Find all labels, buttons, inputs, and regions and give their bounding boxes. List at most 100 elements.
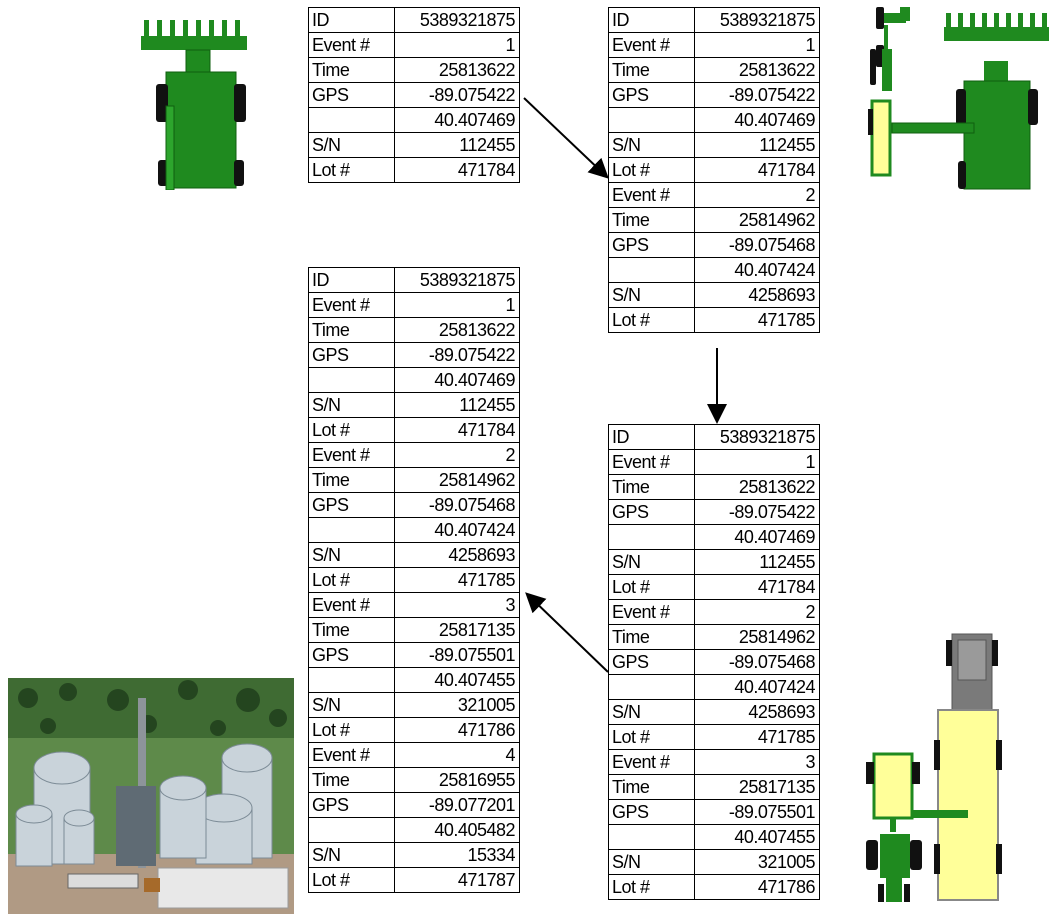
field-value: 40.407469: [694, 524, 820, 550]
arrow-combine-to-cart: [523, 97, 609, 179]
field-value: 1: [694, 449, 820, 475]
field-value: 25813622: [694, 474, 820, 500]
field-value: 25817135: [394, 617, 520, 643]
field-value: 471784: [694, 157, 820, 183]
field-value: 4258693: [394, 542, 520, 568]
table-row: Lot #471784: [308, 417, 520, 443]
field-label: Lot #: [608, 157, 695, 183]
field-value: 1: [394, 292, 520, 318]
tractor-cart-truck-icon: [866, 633, 1002, 902]
field-value: 15334: [394, 842, 520, 868]
table-row: Lot #471785: [608, 724, 820, 750]
field-value: 5389321875: [694, 424, 820, 450]
field-value: 4258693: [694, 699, 820, 725]
field-value: 471786: [694, 874, 820, 900]
field-label: GPS: [308, 792, 395, 818]
table-row: GPS-89.075422: [308, 342, 520, 368]
table-row: GPS-89.075422: [608, 499, 820, 525]
table-row: Event #4: [308, 742, 520, 768]
field-value: -89.075422: [694, 499, 820, 525]
field-label: Time: [608, 57, 695, 83]
table-row: Event #3: [308, 592, 520, 618]
combine-with-grain-cart-icon: [868, 7, 1049, 190]
field-value: 25813622: [394, 317, 520, 343]
field-label: GPS: [308, 342, 395, 368]
field-label: [308, 517, 395, 543]
field-value: 321005: [394, 692, 520, 718]
table-row: 40.407455: [308, 667, 520, 693]
field-value: 40.407424: [694, 257, 820, 283]
combine-harvester-icon: [141, 20, 247, 190]
field-label: GPS: [608, 649, 695, 675]
field-value: 40.407455: [394, 667, 520, 693]
field-label: Event #: [308, 292, 395, 318]
table-row: Event #3: [608, 749, 820, 775]
field-label: Time: [608, 774, 695, 800]
field-label: [308, 817, 395, 843]
field-value: 321005: [694, 849, 820, 875]
field-label: S/N: [308, 692, 395, 718]
table-row: Lot #471787: [308, 867, 520, 893]
field-value: 2: [694, 182, 820, 208]
field-value: 471787: [394, 867, 520, 893]
field-value: 471785: [694, 307, 820, 333]
field-value: 471784: [394, 157, 520, 183]
field-value: 3: [694, 749, 820, 775]
field-value: 40.407469: [694, 107, 820, 133]
field-value: 1: [694, 32, 820, 58]
field-label: Lot #: [308, 417, 395, 443]
field-value: 3: [394, 592, 520, 618]
field-value: 2: [394, 442, 520, 468]
table-row: 40.407424: [608, 674, 820, 700]
table-row: 40.407424: [608, 257, 820, 283]
grain-elevator-photo: [8, 678, 294, 914]
field-value: 40.407469: [394, 367, 520, 393]
field-value: 2: [694, 599, 820, 625]
table-row: Lot #471785: [608, 307, 820, 333]
field-value: 5389321875: [694, 7, 820, 33]
table-row: Event #2: [608, 182, 820, 208]
field-value: 471785: [394, 567, 520, 593]
field-label: Lot #: [308, 867, 395, 893]
field-label: Time: [308, 317, 395, 343]
field-value: 5389321875: [394, 7, 520, 33]
table-row: GPS-89.075422: [308, 82, 520, 108]
table-row: GPS-89.075501: [308, 642, 520, 668]
field-label: S/N: [608, 699, 695, 725]
table-row: Lot #471784: [608, 157, 820, 183]
table-row: GPS-89.075468: [308, 492, 520, 518]
field-value: -89.077201: [394, 792, 520, 818]
table-row: GPS-89.075501: [608, 799, 820, 825]
field-label: GPS: [608, 499, 695, 525]
table-row: 40.407469: [608, 107, 820, 133]
field-value: 112455: [394, 132, 520, 158]
field-value: 25814962: [694, 624, 820, 650]
field-value: 112455: [694, 549, 820, 575]
field-label: Event #: [608, 449, 695, 475]
field-value: 25814962: [394, 467, 520, 493]
field-label: Event #: [308, 32, 395, 58]
field-label: ID: [308, 7, 395, 33]
field-label: Event #: [608, 749, 695, 775]
field-label: Event #: [608, 182, 695, 208]
field-value: -89.075501: [394, 642, 520, 668]
field-value: 471785: [694, 724, 820, 750]
table-row: GPS-89.075468: [608, 649, 820, 675]
table-row: Lot #471785: [308, 567, 520, 593]
field-value: 112455: [694, 132, 820, 158]
